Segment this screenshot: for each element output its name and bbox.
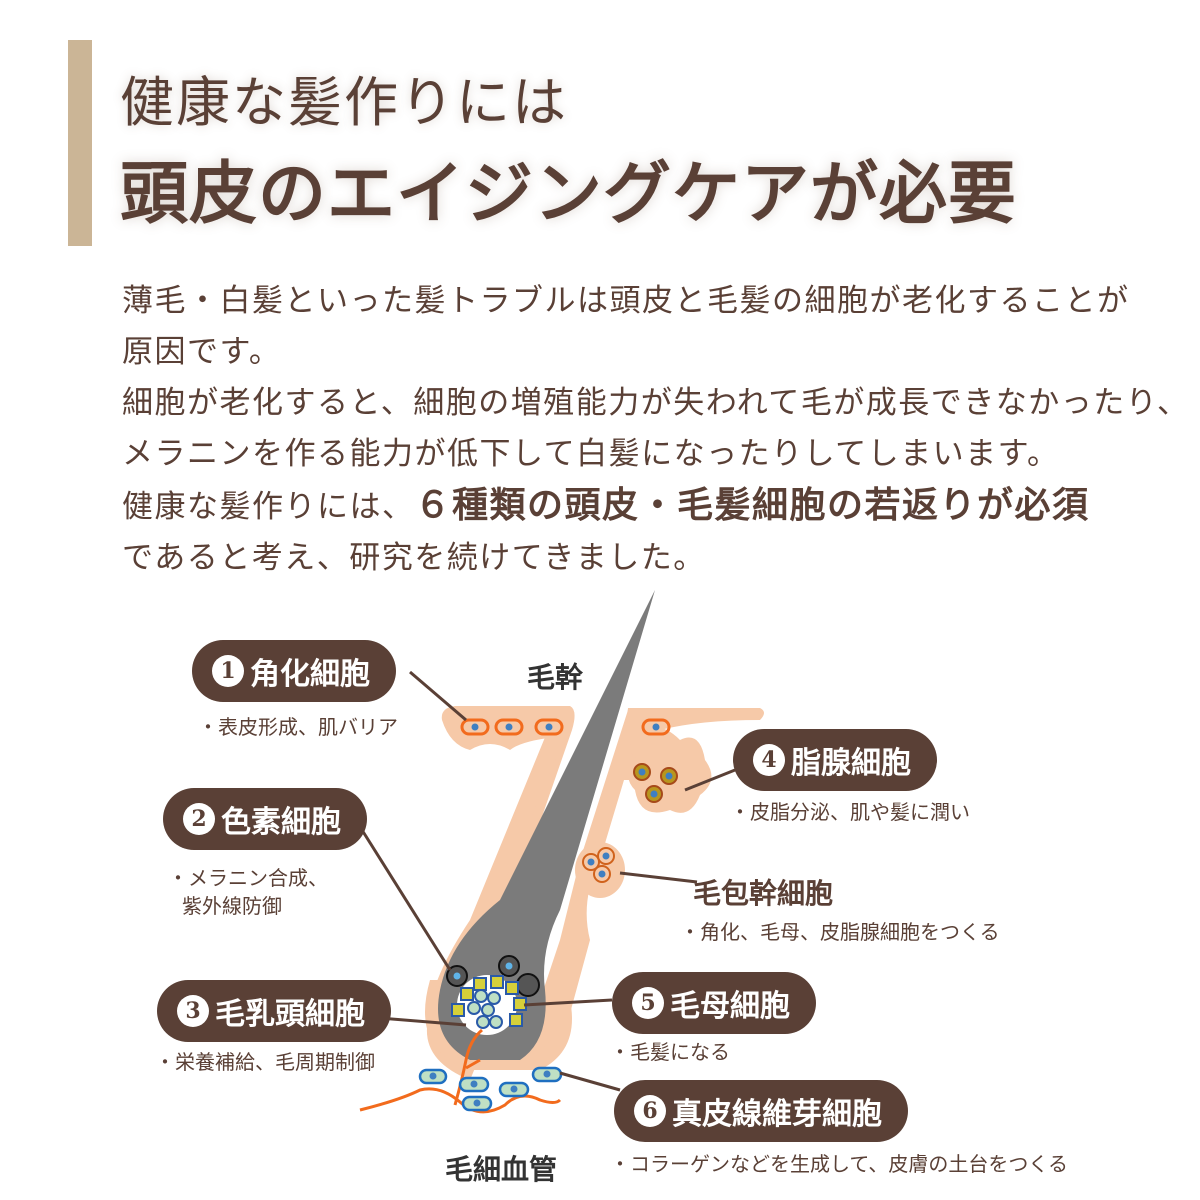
stem-cell-desc: ・角化、毛母、皮脂腺細胞をつくる xyxy=(680,920,1000,944)
cell-6-desc: ・コラーゲンなどを生成して、皮膚の土台をつくる xyxy=(610,1152,1068,1176)
cell-6-pill: 6 真皮線維芽細胞 xyxy=(614,1080,908,1142)
cell-4-pill: 4 脂腺細胞 xyxy=(733,729,937,791)
cell-3-pill: 3 毛乳頭細胞 xyxy=(157,980,391,1042)
title-accent-bar xyxy=(68,40,92,246)
title-line-2: 頭皮のエイジングケアが必要 xyxy=(120,154,1018,234)
cell-2-desc-line-2: 紫外線防御 xyxy=(182,894,282,918)
hair-shaft-label: 毛幹 xyxy=(527,661,584,694)
body-line-6: であると考え、研究を続けてきました。 xyxy=(122,540,706,576)
number-4-icon: 4 xyxy=(753,744,785,776)
cell-2-desc-line-1: ・メラニン合成、 xyxy=(168,866,328,890)
body-line-1: 薄毛・白髪といった髪トラブルは頭皮と毛髪の細胞が老化することが xyxy=(122,283,1130,319)
number-2-icon: 2 xyxy=(183,803,215,835)
body-line-4: メラニンを作る能力が低下して白髪になったりしてしまいます。 xyxy=(122,436,1060,472)
number-1-icon: 1 xyxy=(212,655,244,687)
number-6-icon: 6 xyxy=(634,1095,666,1127)
cell-4-desc: ・皮脂分泌、肌や髪に潤い xyxy=(730,800,970,824)
body-line-5-prefix: 健康な髪作りには、 xyxy=(122,489,415,525)
body-line-5: 健康な髪作りには、６種類の頭皮・毛髪細胞の若返りが必須 xyxy=(122,480,1190,533)
cell-5-pill: 5 毛母細胞 xyxy=(612,972,816,1034)
cell-3-desc: ・栄養補給、毛周期制御 xyxy=(155,1050,375,1074)
capillary-label: 毛細血管 xyxy=(445,1153,558,1186)
title-line-1: 健康な髪作りには xyxy=(120,71,568,134)
body-line-3: 細胞が老化すると、細胞の増殖能力が失われて毛が成長できなかったり、 xyxy=(122,385,1190,421)
body-text: 薄毛・白髪といった髪トラブルは頭皮と毛髪の細胞が老化することが 原因です。 細胞… xyxy=(122,276,1190,584)
cell-6-name: 真皮線維芽細胞 xyxy=(672,1097,882,1132)
cell-4-name: 脂腺細胞 xyxy=(791,746,911,781)
cell-1-pill: 1 角化細胞 xyxy=(192,640,396,702)
cell-2-name: 色素細胞 xyxy=(221,805,341,840)
follicle-illustration xyxy=(359,590,764,1114)
cell-1-name: 角化細胞 xyxy=(250,657,370,692)
number-3-icon: 3 xyxy=(177,995,209,1027)
body-emphasis: ６種類の頭皮・毛髪細胞の若返りが必須 xyxy=(414,484,1090,526)
stem-cell-name: 毛包幹細胞 xyxy=(693,877,834,910)
hair-follicle-diagram: 毛幹 毛細血管 1 角化細胞 ・表皮形成、肌バリア 2 色素細胞 ・メラニン合成… xyxy=(0,580,1200,1200)
cell-5-desc: ・毛髪になる xyxy=(610,1040,730,1064)
cell-3-name: 毛乳頭細胞 xyxy=(215,997,365,1032)
body-line-2: 原因です。 xyxy=(122,334,282,370)
cell-5-name: 毛母細胞 xyxy=(670,989,790,1024)
number-5-icon: 5 xyxy=(632,987,664,1019)
cell-1-desc: ・表皮形成、肌バリア xyxy=(198,715,398,739)
cell-2-pill: 2 色素細胞 xyxy=(163,788,367,850)
